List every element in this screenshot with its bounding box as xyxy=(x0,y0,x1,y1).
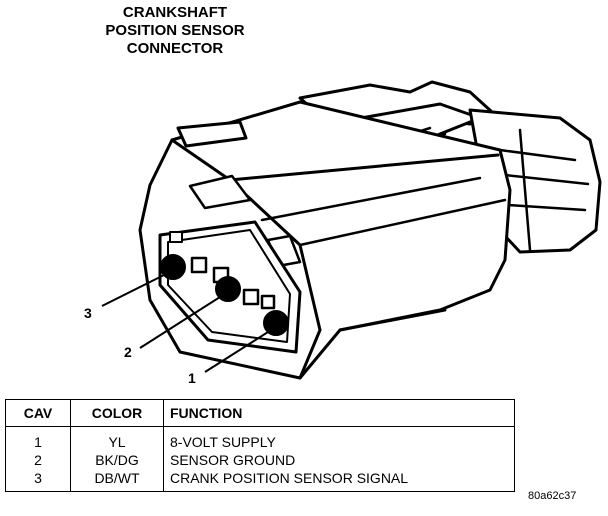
row-function: 8-VOLT SUPPLY xyxy=(163,426,515,451)
leader-line-2 xyxy=(139,296,221,349)
row-cav: 3 xyxy=(5,469,71,492)
title-line-1: CRANKSHAFT xyxy=(122,4,228,21)
terminal-pin-2 xyxy=(215,276,241,302)
header-function: FUNCTION xyxy=(163,399,515,427)
header-color: COLOR xyxy=(70,399,164,427)
callout-1: 1 xyxy=(188,370,196,386)
leader-line-1 xyxy=(204,331,269,373)
terminal-pin-3 xyxy=(160,254,186,280)
callout-3: 3 xyxy=(84,305,92,321)
row-color: YL xyxy=(70,426,164,451)
terminal-pin-1 xyxy=(263,310,289,336)
row-cav: 2 xyxy=(5,451,71,469)
header-cav: CAV xyxy=(5,399,71,427)
title-line-3: CONNECTOR xyxy=(126,40,224,57)
table-row: 2 BK/DG SENSOR GROUND xyxy=(5,451,515,469)
figure-id: 80a62c37 xyxy=(528,490,577,502)
pinout-table: CAV COLOR FUNCTION 1 YL 8-VOLT SUPPLY 2 … xyxy=(5,399,515,492)
row-function: CRANK POSITION SENSOR SIGNAL xyxy=(163,469,515,492)
callout-2: 2 xyxy=(124,344,132,360)
row-cav: 1 xyxy=(5,426,71,451)
row-color: BK/DG xyxy=(70,451,164,469)
connector-illustration xyxy=(101,80,602,380)
leader-line-3 xyxy=(101,273,167,307)
diagram-title: CRANKSHAFT POSITION SENSOR CONNECTOR xyxy=(60,4,290,58)
table-row: 1 YL 8-VOLT SUPPLY xyxy=(5,426,515,451)
table-header-row: CAV COLOR FUNCTION xyxy=(5,399,515,427)
row-color: DB/WT xyxy=(70,469,164,492)
row-function: SENSOR GROUND xyxy=(163,451,515,469)
table-row: 3 DB/WT CRANK POSITION SENSOR SIGNAL xyxy=(5,469,515,492)
title-line-2: POSITION SENSOR xyxy=(105,22,245,39)
